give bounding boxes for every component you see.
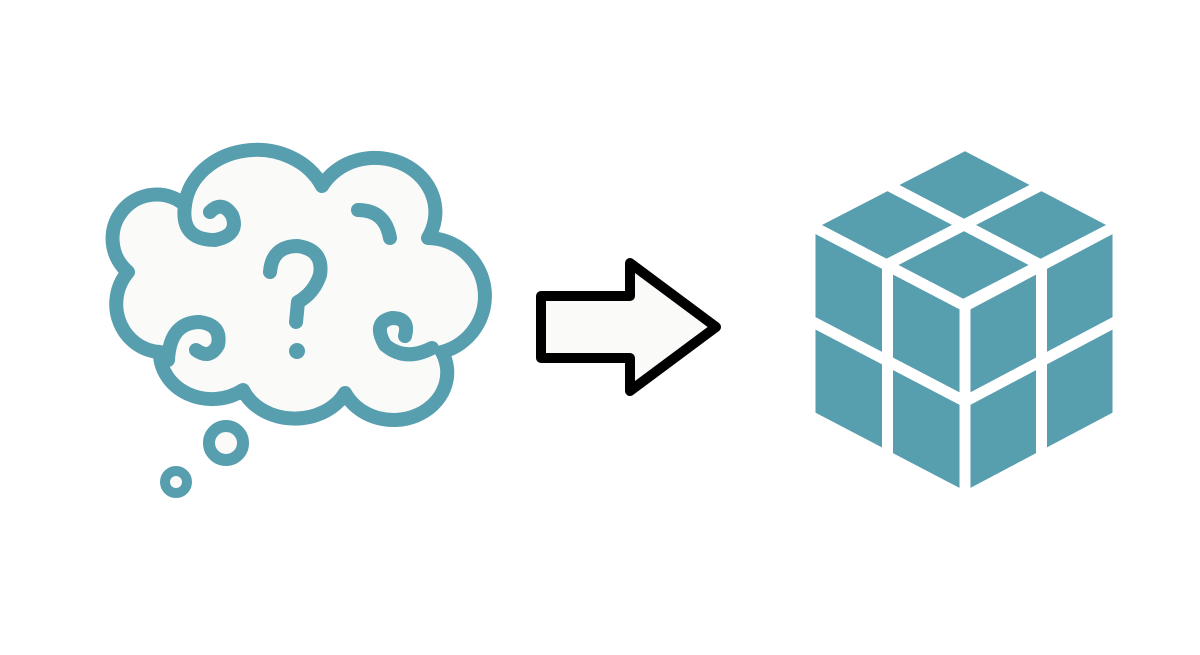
thought-cloud-question-icon bbox=[105, 142, 492, 498]
cloud-outline bbox=[105, 142, 492, 428]
thought-bubble-large bbox=[203, 420, 249, 466]
swirl bbox=[372, 311, 439, 362]
question-dot bbox=[289, 343, 305, 359]
swirl bbox=[177, 198, 241, 247]
thought-bubble-small bbox=[160, 466, 192, 498]
cube-icon bbox=[798, 138, 1130, 507]
cube-right-cell bbox=[1036, 311, 1124, 466]
right-arrow-icon bbox=[536, 258, 721, 396]
question-mark bbox=[263, 239, 328, 329]
swirl bbox=[351, 203, 397, 245]
swirl bbox=[161, 315, 226, 367]
